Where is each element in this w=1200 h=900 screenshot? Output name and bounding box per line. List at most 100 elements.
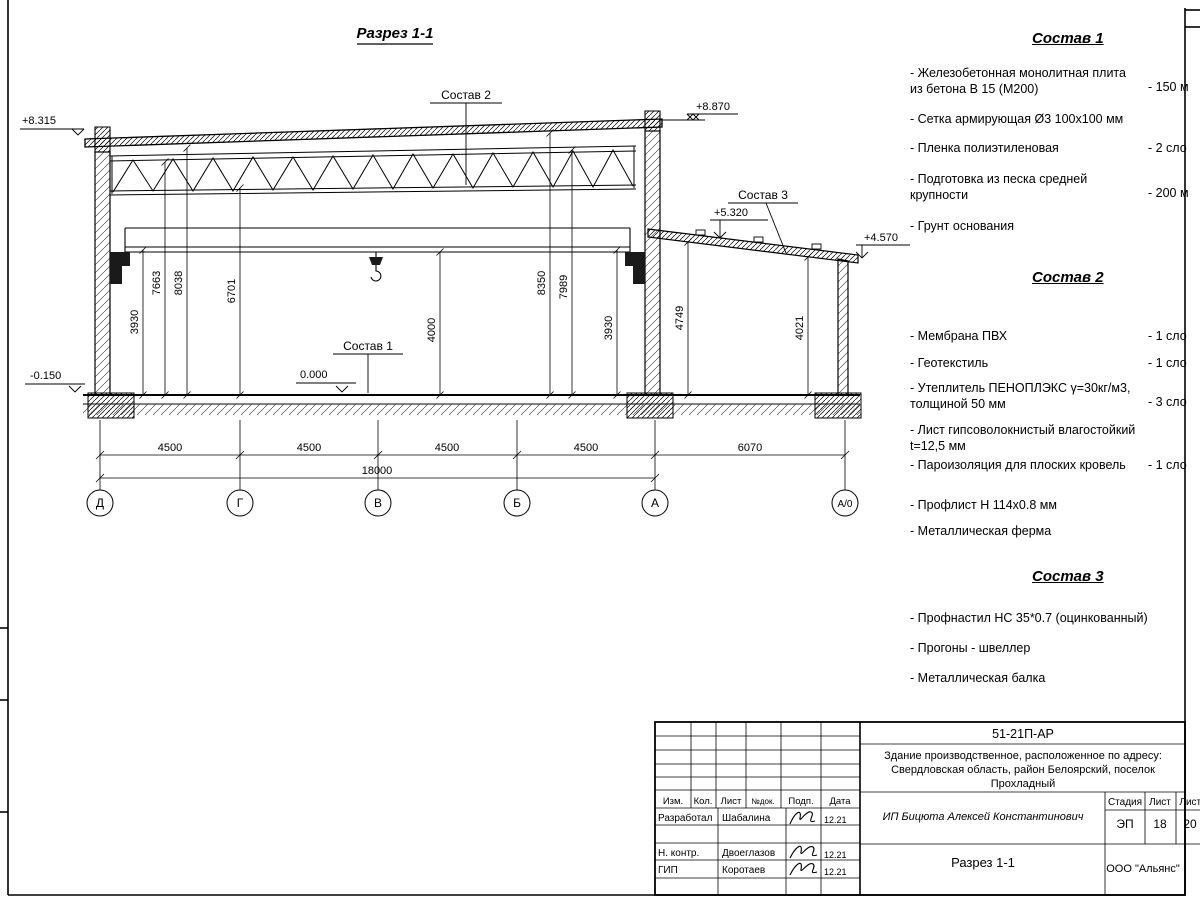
column-corbels xyxy=(110,252,645,284)
spec-item: - Профнастил НС 35*0.7 (оцинкованный) xyxy=(910,611,1148,625)
axis-bubbles xyxy=(86,489,859,517)
horizontal-dimension-labels: 4500 4500 4500 4500 6070 18000 xyxy=(158,442,762,477)
dim-label: 4021 xyxy=(794,316,806,340)
dim-label: 8038 xyxy=(173,271,185,295)
spec-item: - Утеплитель ПЕНОПЛЭКС γ=30кг/м3, толщин… xyxy=(910,381,1131,411)
tb-sheet-title: Разрез 1-1 xyxy=(951,855,1015,870)
dim-label: 8350 xyxy=(536,271,548,295)
spec-item: - Мембрана ПВХ xyxy=(910,329,1008,343)
walls xyxy=(94,130,849,396)
tb-client: ИП Бицюта Алексей Константинович xyxy=(883,811,1084,823)
dim-label: 4749 xyxy=(674,306,686,330)
dim-label: 4500 xyxy=(574,442,598,454)
tb-date: 12.21 xyxy=(824,867,847,877)
crane-hook xyxy=(369,252,383,282)
spec-item: - Пленка полиэтиленовая xyxy=(910,141,1059,155)
vertical-dimensions xyxy=(139,129,812,399)
elevation-annex-high: +5.320 xyxy=(714,207,748,219)
crane-beam xyxy=(124,227,631,253)
tb-name: Двоеглазов xyxy=(722,848,775,859)
dim-label: 7663 xyxy=(151,271,163,295)
roof-truss xyxy=(109,145,637,196)
tb-sheets-label: Листо xyxy=(1179,797,1200,808)
dim-label: 4000 xyxy=(426,318,438,342)
spec-item: - Пароизоляция для плоских кровель xyxy=(910,458,1126,472)
spec-item: - Лист гипсоволокнистый влагостойкий t=1… xyxy=(910,423,1136,453)
annex-roof xyxy=(647,228,859,264)
tb-project-line: Свердловская область, район Белоярский, … xyxy=(891,764,1155,776)
elevation-floor: 0.000 xyxy=(300,369,328,381)
spec-item: - Металлическая балка xyxy=(910,671,1046,685)
tb-project-line: Здание производственное, расположенное п… xyxy=(884,750,1162,762)
tb-project-line: Прохладный xyxy=(991,778,1056,790)
tb-role: ГИП xyxy=(658,865,678,876)
elevation-roof-right: +8.870 xyxy=(696,101,730,113)
tb-header-list: Лист xyxy=(721,796,742,807)
tb-header-podp: Подп. xyxy=(788,796,813,807)
elevation-annex-low: +4.570 xyxy=(864,232,898,244)
tb-name: Коротаев xyxy=(722,865,765,876)
spec-heading-1: Состав 1 xyxy=(1032,30,1104,47)
tb-company: ООО "Альянс" xyxy=(1106,863,1180,875)
tb-header-data: Дата xyxy=(829,796,851,807)
spec-heading-2: Состав 2 xyxy=(1032,269,1104,286)
tb-date: 12.21 xyxy=(824,850,847,860)
axis-label: Б xyxy=(513,496,521,510)
main-roof xyxy=(84,110,663,153)
horizontal-dimensions xyxy=(95,420,850,490)
tb-stage-value: ЭП xyxy=(1116,817,1133,831)
spec-item: - Профлист Н 114х0.8 мм xyxy=(910,498,1057,512)
tb-header-izm: Изм. xyxy=(663,796,683,807)
dim-label: 4500 xyxy=(158,442,182,454)
tb-role: Н. контр. xyxy=(658,848,699,859)
tb-sheet-label: Лист xyxy=(1149,797,1171,808)
elevation-roof-left: +8.315 xyxy=(22,115,56,127)
tb-sheets-total: 20 xyxy=(1183,817,1197,831)
spec-item: - Железобетонная монолитная плита из бет… xyxy=(910,66,1126,96)
tb-date: 12.21 xyxy=(824,815,847,825)
tb-header-kol: Кол. xyxy=(694,796,713,807)
spec-value: - 1 сло xyxy=(1148,329,1187,343)
tb-doc-code: 51-21П-АР xyxy=(992,727,1054,741)
spec-value: - 3 сло xyxy=(1148,395,1187,409)
floor-slab xyxy=(83,392,862,419)
axis-label: А xyxy=(651,496,659,510)
spec-value: - 1 сло xyxy=(1148,356,1187,370)
callout-sostav3: Состав 3 xyxy=(738,188,788,202)
dim-label: 6701 xyxy=(226,279,238,303)
tb-header-ndok: №док. xyxy=(751,797,774,806)
tb-name: Шабалина xyxy=(722,812,771,824)
callout-sostav1: Состав 1 xyxy=(343,339,393,353)
spec-value: - 2 сло xyxy=(1148,141,1187,155)
section-drawing: Разрез 1-1 xyxy=(20,25,910,517)
elevation-ground: -0.150 xyxy=(30,370,61,382)
axis-label: Д xyxy=(96,496,104,510)
signature xyxy=(789,811,818,876)
dim-label: 4500 xyxy=(297,442,321,454)
spec-value: - 200 м xyxy=(1148,186,1189,200)
dim-label: 3930 xyxy=(603,316,615,340)
dim-label: 6070 xyxy=(738,442,762,454)
spec-value: - 150 м xyxy=(1148,80,1189,94)
spec-item: - Металлическая ферма xyxy=(910,524,1052,538)
dim-label: 3930 xyxy=(129,310,141,334)
spec-item: - Сетка армирующая Ø3 100х100 мм xyxy=(910,112,1124,126)
dim-label: 7989 xyxy=(558,275,570,299)
axis-label: В xyxy=(374,496,382,510)
spec-item: - Прогоны - швеллер xyxy=(910,641,1031,655)
spec-value: - 1 сло xyxy=(1148,458,1187,472)
spec-item: - Геотекстиль xyxy=(910,356,989,370)
tb-role: Разработал xyxy=(658,812,713,824)
axis-label: Г xyxy=(237,496,244,510)
spec-heading-3: Состав 3 xyxy=(1032,568,1104,585)
title-block: Изм. Кол. Лист №док. Подп. Дата Разработ… xyxy=(654,721,1200,896)
vertical-dimension-labels: 3930 7663 8038 6701 4000 8350 7989 3930 … xyxy=(129,271,806,342)
spec-item: - Грунт основания xyxy=(910,219,1015,233)
tb-sheet-number: 18 xyxy=(1153,817,1167,831)
dim-label: 4500 xyxy=(435,442,459,454)
callout-sostav2: Состав 2 xyxy=(441,88,491,102)
total-dim-label: 18000 xyxy=(362,465,393,477)
section-title: Разрез 1-1 xyxy=(356,25,433,42)
spec-item: - Подготовка из песка средней крупности xyxy=(910,172,1088,202)
